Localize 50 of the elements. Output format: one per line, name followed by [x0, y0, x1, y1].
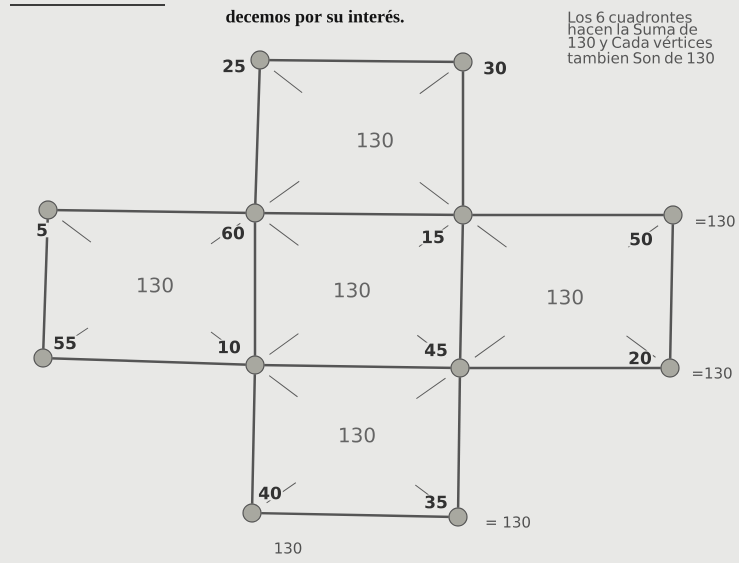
grid-line	[470, 366, 660, 370]
vertex-number: 30	[482, 60, 508, 76]
vertex-circle	[453, 52, 473, 72]
grid-line	[254, 70, 261, 204]
sum-note: = 130	[484, 515, 532, 529]
grid-line	[462, 72, 464, 206]
vertex-circle	[660, 358, 680, 378]
vertex-number: 60	[220, 226, 246, 240]
vertex-number: 20	[627, 350, 653, 366]
vertex-number: 15	[420, 230, 446, 244]
grid-line	[264, 364, 450, 370]
sum-note: 130	[272, 541, 304, 555]
vertex-circle	[450, 358, 470, 378]
face-sum: 130	[358, 132, 393, 148]
sum-note: =130	[693, 214, 737, 228]
grid-line	[52, 357, 246, 366]
face-sum: 130	[138, 277, 173, 293]
vertex-circle	[453, 205, 473, 225]
grid-line	[458, 224, 464, 358]
vertex-circle	[250, 50, 270, 70]
sum-note: =130	[690, 366, 734, 380]
vertex-number: 5	[35, 222, 49, 238]
face-sum: 130	[340, 427, 375, 443]
grid-line	[264, 212, 454, 216]
vertex-circle	[448, 507, 468, 527]
handwritten-note: Los 6 cuadrontes hacen la Suma de 130 y Cada vértices tambien Son de 130	[568, 11, 714, 64]
vertex-number: 45	[423, 342, 449, 358]
vertex-circle	[33, 348, 53, 368]
vertex-circle	[38, 200, 58, 220]
grid-line	[42, 220, 49, 348]
vertex-number: 25	[221, 58, 247, 74]
grid-line	[270, 58, 454, 64]
grid-line	[472, 214, 664, 216]
vertex-number: 35	[423, 494, 449, 510]
printed-text: decemos por su interés.	[226, 10, 404, 26]
vertex-number: 10	[216, 340, 242, 354]
grid-line	[250, 374, 256, 504]
grid-line	[58, 208, 246, 214]
vertex-circle	[245, 355, 265, 375]
grid-line	[262, 512, 448, 518]
grid-line	[456, 378, 462, 508]
face-sum: 130	[548, 289, 583, 305]
grid-line	[668, 224, 674, 358]
grid-line	[254, 222, 256, 356]
vertex-circle	[242, 503, 262, 523]
face-sum: 130	[335, 282, 370, 298]
vertex-number: 50	[628, 232, 654, 246]
vertex-circle	[663, 205, 683, 225]
vertex-number: 40	[257, 486, 283, 500]
vertex-number: 55	[52, 336, 78, 350]
